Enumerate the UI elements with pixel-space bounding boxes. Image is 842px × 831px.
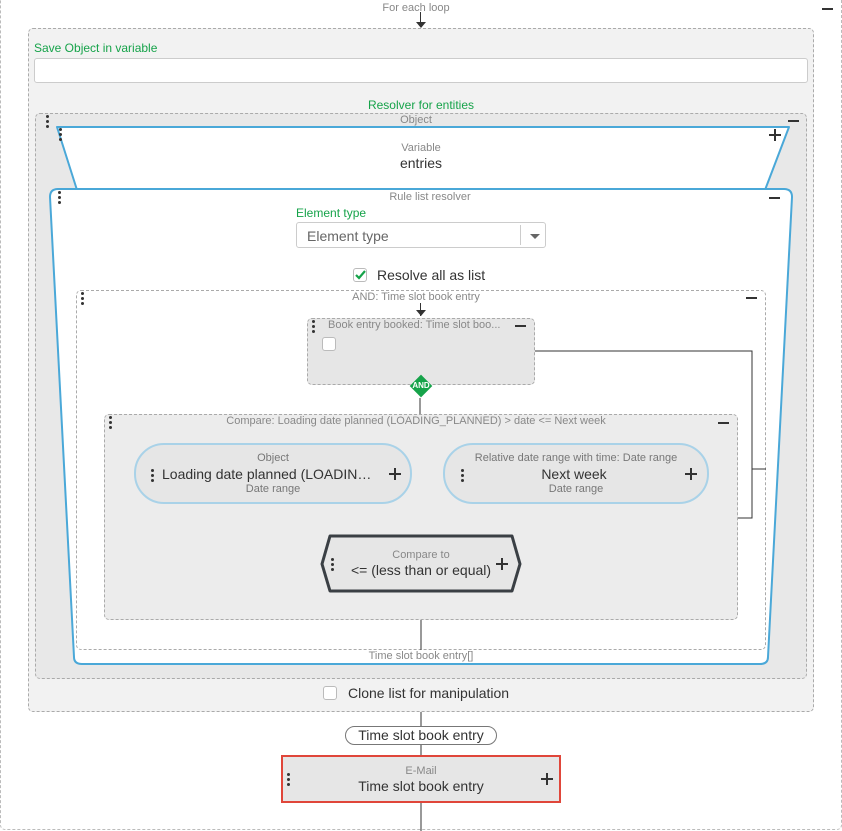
connector xyxy=(420,12,421,26)
element-type-placeholder: Element type xyxy=(307,228,389,244)
element-type-label: Element type xyxy=(296,206,367,220)
book-entry-checkbox[interactable] xyxy=(322,337,336,351)
add-icon[interactable] xyxy=(685,468,697,480)
add-icon[interactable] xyxy=(496,558,508,570)
compare-left-subtitle: Object xyxy=(257,452,289,464)
add-icon[interactable] xyxy=(389,468,401,480)
drag-handle-icon[interactable] xyxy=(109,416,113,431)
email-block[interactable]: E-Mail Time slot book entry xyxy=(281,755,561,803)
check-icon xyxy=(355,270,366,280)
select-divider xyxy=(520,225,521,245)
connector xyxy=(420,303,421,316)
for-each-loop-title: For each loop xyxy=(382,2,450,14)
collapse-icon[interactable] xyxy=(718,422,729,424)
compare-to-value[interactable]: <= (less than or equal) xyxy=(350,562,492,578)
email-subtitle: E-Mail xyxy=(405,765,437,777)
book-entry-title: Book entry booked: Time slot boo... xyxy=(328,319,501,331)
book-entry-block xyxy=(307,318,535,385)
drag-handle-icon[interactable] xyxy=(46,115,50,130)
resolve-all-checkbox[interactable] xyxy=(353,268,367,282)
compare-right-pill[interactable]: Relative date range with time: Date rang… xyxy=(443,443,709,504)
compare-left-type: Date range xyxy=(245,483,301,495)
compare-left-pill[interactable]: Object Loading date planned (LOADING_PLA… xyxy=(134,443,412,504)
collapse-icon[interactable] xyxy=(746,297,757,299)
compare-to-subtitle: Compare to xyxy=(392,549,450,561)
drag-handle-icon[interactable] xyxy=(58,191,62,206)
clone-list-label: Clone list for manipulation xyxy=(348,685,510,701)
collapse-icon[interactable] xyxy=(788,120,799,122)
output-type-label: Time slot book entry[] xyxy=(368,650,474,662)
compare-left-value: Loading date planned (LOADING_PLANNED) xyxy=(162,466,380,482)
compare-title: Compare: Loading date planned (LOADING_P… xyxy=(226,415,606,427)
email-value: Time slot book entry xyxy=(358,778,484,794)
and-badge[interactable]: AND xyxy=(409,374,433,398)
compare-right-value: Next week xyxy=(541,466,607,482)
and-badge-label: AND xyxy=(412,381,430,390)
save-object-label: Save Object in variable xyxy=(34,41,158,55)
collapse-icon[interactable] xyxy=(515,325,526,327)
type-badge: Time slot book entry xyxy=(345,726,497,745)
compare-right-type: Date range xyxy=(548,483,604,495)
resolver-label: Resolver for entities xyxy=(367,98,475,112)
variable-subtitle: Variable xyxy=(401,142,441,154)
drag-handle-icon[interactable] xyxy=(312,320,316,335)
drag-handle-icon[interactable] xyxy=(461,469,465,484)
add-icon[interactable] xyxy=(541,773,553,785)
arrow-icon xyxy=(416,310,426,316)
and-title: AND: Time slot book entry xyxy=(352,291,480,303)
arrow-icon xyxy=(416,22,426,28)
resolve-all-label: Resolve all as list xyxy=(377,267,486,283)
collapse-icon[interactable] xyxy=(822,8,833,10)
drag-handle-icon[interactable] xyxy=(59,128,63,143)
add-icon[interactable] xyxy=(769,129,781,141)
compare-right-subtitle: Relative date range with time: Date rang… xyxy=(474,452,678,464)
clone-list-checkbox[interactable] xyxy=(323,686,337,700)
rule-list-resolver-title: Rule list resolver xyxy=(389,191,471,203)
variable-value[interactable]: entries xyxy=(399,155,443,171)
drag-handle-icon[interactable] xyxy=(81,292,85,307)
drag-handle-icon[interactable] xyxy=(151,469,155,484)
save-object-input[interactable] xyxy=(34,58,808,83)
object-title: Object xyxy=(400,114,432,126)
drag-handle-icon[interactable] xyxy=(331,558,335,573)
collapse-icon[interactable] xyxy=(769,197,780,199)
chevron-down-icon[interactable] xyxy=(530,234,540,239)
drag-handle-icon[interactable] xyxy=(287,773,291,788)
element-type-select[interactable]: Element type xyxy=(296,222,546,248)
